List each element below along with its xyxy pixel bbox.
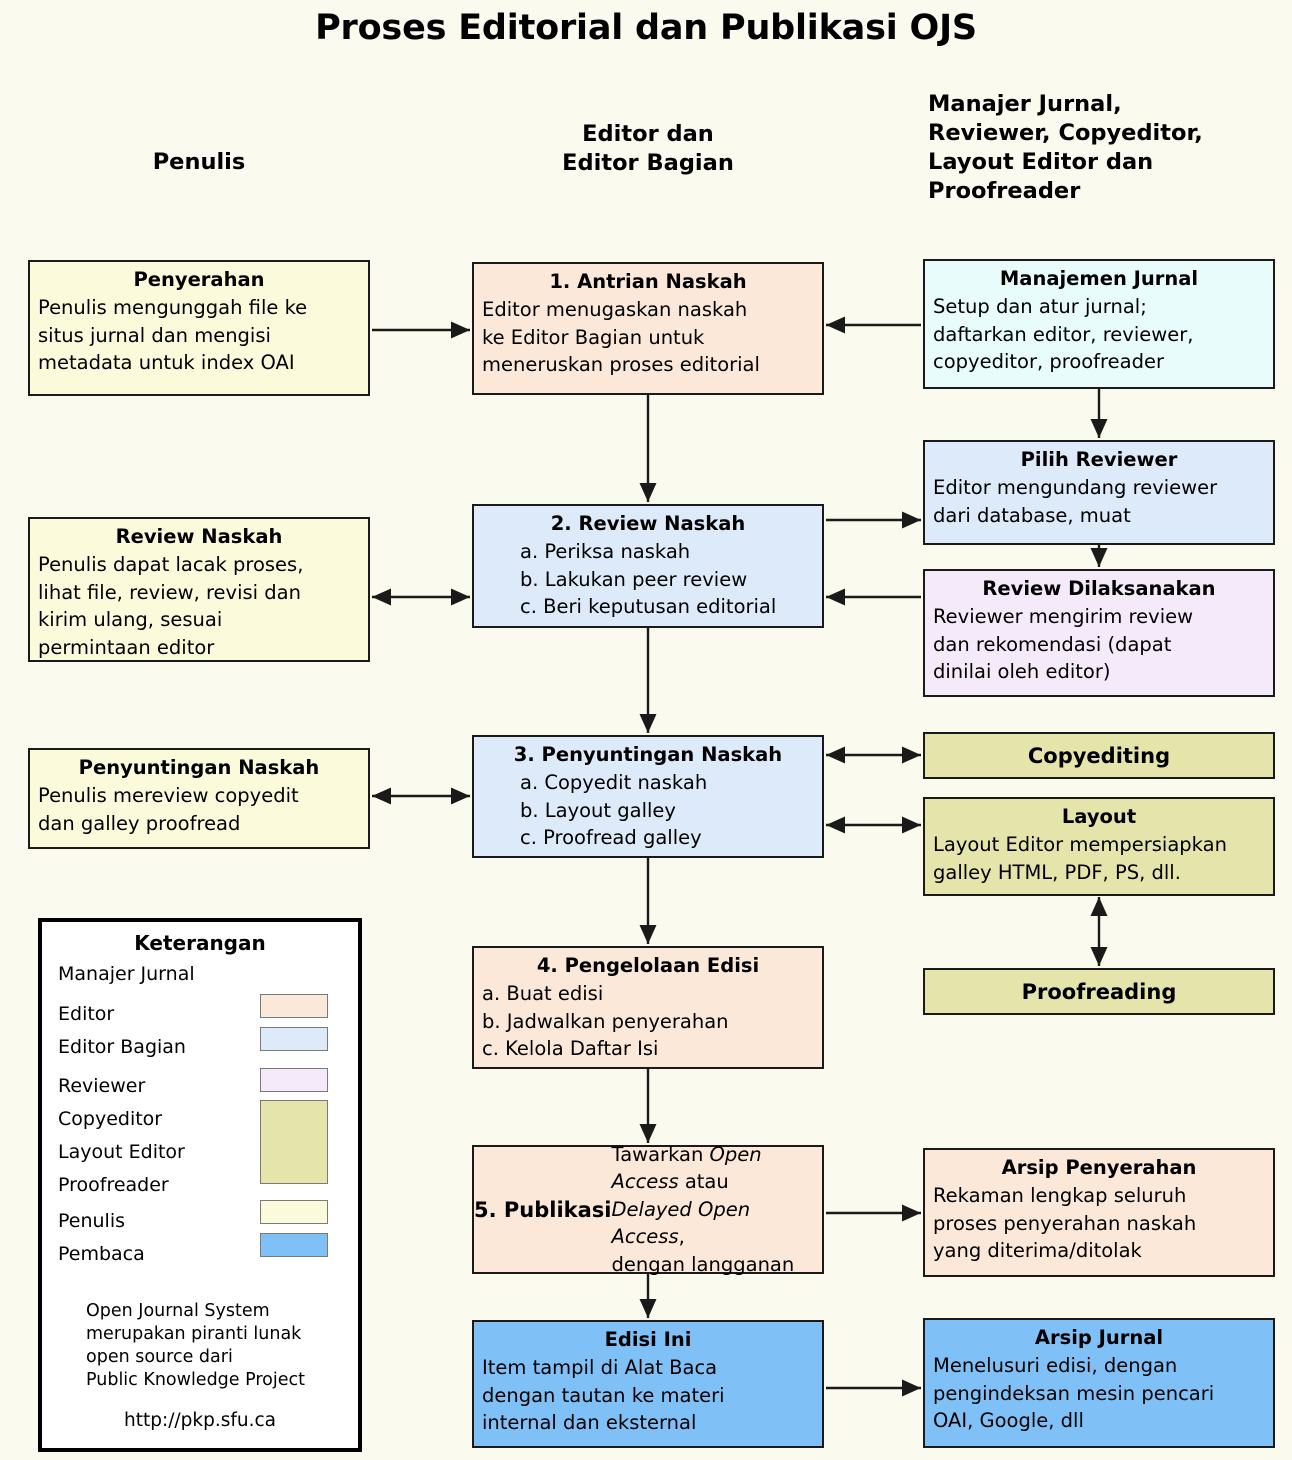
legend-title: Keterangan: [134, 931, 266, 955]
page-title: Proses Editorial dan Publikasi OJS: [315, 8, 977, 48]
arrow-review-to-penulis: [372, 588, 470, 606]
box-title-manajemen-jurnal: Manajemen Jurnal: [999, 267, 1199, 290]
em-delayed-open-access: Delayed Open Access: [611, 1197, 751, 1249]
legend-item-reviewer: Reviewer: [58, 1075, 146, 1097]
legend-swatch-penulis: [260, 1200, 328, 1224]
legend-item-copyeditor: Copyeditor: [58, 1108, 163, 1130]
box-proofreading: Proofreading: [923, 968, 1275, 1015]
legend-swatch-reviewer: [260, 1068, 328, 1092]
box-body-review-naskah-penulis: Penulis dapat lacak proses,lihat file, r…: [38, 553, 304, 659]
legend-item-penulis: Penulis: [58, 1210, 126, 1232]
box-title-antrian-naskah: 1. Antrian Naskah: [549, 270, 747, 293]
legend-item-manajer-jurnal: Manajer Jurnal: [58, 963, 195, 985]
box-title-review-naskah: 2. Review Naskah: [550, 512, 746, 535]
box-title-pengelolaan-edisi: 4. Pengelolaan Edisi: [536, 954, 760, 977]
box-title-arsip-penyerahan: Arsip Penyerahan: [1001, 1156, 1197, 1179]
column-header-penulis: Penulis: [28, 148, 370, 177]
arrow-publikasi-to-edisi-ini: [639, 1274, 657, 1318]
arrow-penyuntingan-to-pengelolaan: [639, 858, 657, 944]
arrow-edisi-ini-to-arsip-jurnal: [826, 1379, 921, 1397]
box-copyediting: Copyediting: [923, 732, 1275, 779]
arrow-penyerahan-to-antrian: [372, 321, 470, 339]
column-header-lainnya-label: Manajer Jurnal,Reviewer, Copyeditor,Layo…: [928, 91, 1203, 204]
box-title-proofreading: Proofreading: [1021, 979, 1177, 1004]
legend-url: http://pkp.sfu.ca: [123, 1410, 277, 1431]
arrow-pilih-reviewer-to-dilaksanakan: [1090, 545, 1108, 567]
arrow-antrian-to-review: [639, 395, 657, 502]
legend-item-proofreader: Proofreader: [58, 1174, 169, 1196]
box-title-review-dilaksanakan: Review Dilaksanakan: [982, 577, 1216, 600]
arrow-manajemen-to-pilih-reviewer: [1090, 389, 1108, 438]
box-penyuntingan-naskah: 3. Penyuntingan Naskah a. Copyedit naskah…: [472, 735, 824, 858]
legend-swatch-editor-bagian: [260, 1027, 328, 1051]
box-title-penyerahan: Penyerahan: [133, 268, 265, 291]
box-body-manajemen-jurnal: Setup dan atur jurnal;daftarkan editor, …: [933, 295, 1194, 373]
legend-swatch-pembaca: [260, 1233, 328, 1257]
arrow-penyuntingan-to-penulis: [372, 787, 470, 805]
arrow-review-to-pilih-reviewer: [826, 511, 921, 529]
arrow-review-to-penyuntingan: [639, 628, 657, 733]
box-title-edisi-ini: Edisi Ini: [604, 1328, 692, 1351]
box-title-review-naskah-penulis: Review Naskah: [115, 525, 283, 548]
legend-swatch-editor: [260, 994, 328, 1018]
arrow-dilaksanakan-to-review: [826, 588, 921, 606]
box-title-layout: Layout: [1061, 805, 1137, 828]
legend-item-editor: Editor: [58, 1003, 115, 1025]
box-title-arsip-jurnal: Arsip Jurnal: [1034, 1326, 1164, 1349]
arrow-pengelolaan-to-publikasi: [639, 1069, 657, 1143]
em-open-access: Open Access: [611, 1142, 762, 1194]
arrow-penyuntingan-to-copyediting: [826, 746, 921, 764]
legend-item-layout-editor: Layout Editor: [58, 1141, 185, 1163]
arrow-publikasi-to-arsip-penyerahan: [826, 1204, 921, 1222]
box-title-copyediting: Copyediting: [1027, 743, 1171, 768]
box-title-pilih-reviewer: Pilih Reviewer: [1020, 448, 1178, 471]
box-title-publikasi: 5. Publikasi: [474, 1197, 612, 1222]
box-title-penyuntingan-naskah-penulis: Penyuntingan Naskah: [78, 756, 320, 779]
arrow-layout-to-proofreading: [1090, 897, 1108, 966]
arrow-penyuntingan-to-layout: [826, 816, 921, 834]
box-title-penyuntingan-naskah: 3. Penyuntingan Naskah: [513, 743, 783, 766]
legend-item-editor-bagian: Editor Bagian: [58, 1036, 186, 1058]
arrow-manajemen-to-antrian: [826, 316, 921, 334]
column-header-penulis-label: Penulis: [152, 149, 246, 175]
legend-swatch-copyeditor-layout-proofreader: [260, 1100, 328, 1184]
legend-item-pembaca: Pembaca: [58, 1243, 145, 1265]
column-header-lainnya: Manajer Jurnal,Reviewer, Copyeditor,Layo…: [928, 90, 1278, 206]
